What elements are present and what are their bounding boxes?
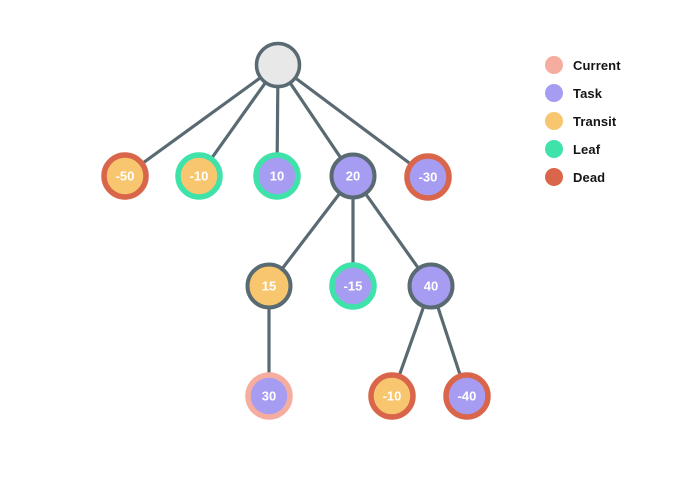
- legend-label-task: Task: [573, 85, 603, 101]
- tree-edge: [277, 63, 429, 179]
- legend-item-task: Task: [545, 84, 621, 102]
- tree-node-40: 40: [407, 262, 455, 310]
- node-circle: [443, 372, 491, 420]
- node-circle: [253, 152, 301, 200]
- legend-item-leaf: Leaf: [545, 140, 621, 158]
- node-label: 10: [270, 169, 284, 184]
- node-label: 15: [262, 279, 276, 294]
- node-label: 30: [262, 389, 276, 404]
- current-swatch-icon: [545, 56, 563, 74]
- transit-swatch-icon: [545, 112, 563, 130]
- tree-node-30: 30: [245, 372, 293, 420]
- node-circle: [404, 153, 452, 201]
- node-circle: [101, 152, 149, 200]
- tree-node--10: -10: [368, 372, 416, 420]
- node-circle: [245, 262, 293, 310]
- leaf-swatch-icon: [545, 140, 563, 158]
- tree-node--10: -10: [175, 152, 223, 200]
- legend-item-current: Current: [545, 56, 621, 74]
- node-label: -40: [458, 389, 477, 404]
- legend-item-dead: Dead: [545, 168, 621, 186]
- legend-label-dead: Dead: [573, 169, 606, 185]
- node-circle: [175, 152, 223, 200]
- node-label: -10: [190, 169, 209, 184]
- node-circle: [407, 262, 455, 310]
- node-label: -15: [344, 279, 363, 294]
- tree-node--50: -50: [101, 152, 149, 200]
- tree-node-10: 10: [253, 152, 301, 200]
- node-circle: [329, 262, 377, 310]
- node-label: 40: [424, 279, 438, 294]
- legend-label-current: Current: [573, 57, 621, 73]
- node-label: -30: [419, 170, 438, 185]
- dead-swatch-icon: [545, 168, 563, 186]
- node-circle: [329, 152, 377, 200]
- node-label: -10: [383, 389, 402, 404]
- node-circle: [245, 372, 293, 420]
- legend-label-transit: Transit: [573, 113, 617, 129]
- tree-node--40: -40: [443, 372, 491, 420]
- tree-node--30: -30: [404, 153, 452, 201]
- node-label: 20: [346, 169, 360, 184]
- task-swatch-icon: [545, 84, 563, 102]
- tree-node-20: 20: [329, 152, 377, 200]
- node-label: -50: [116, 169, 135, 184]
- tree-node--15: -15: [329, 262, 377, 310]
- legend-label-leaf: Leaf: [573, 141, 601, 157]
- tree-node-root: [254, 41, 302, 89]
- tree-node-15: 15: [245, 262, 293, 310]
- tree-edge: [124, 63, 279, 178]
- legend-item-transit: Transit: [545, 112, 621, 130]
- node-circle: [254, 41, 302, 89]
- node-circle: [368, 372, 416, 420]
- legend: Current Task Transit Leaf Dead: [545, 56, 621, 196]
